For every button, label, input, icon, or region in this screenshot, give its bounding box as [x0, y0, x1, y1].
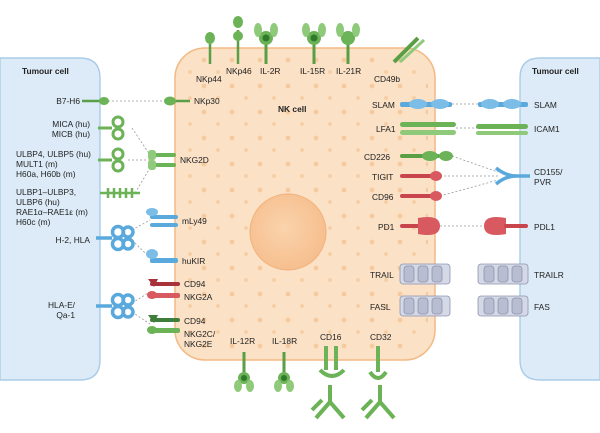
label-nkp30: NKp30 — [194, 96, 220, 106]
pd1-receptor — [400, 217, 440, 235]
label-cd94-c: CD94 — [184, 316, 206, 326]
hukir-receptor — [146, 249, 178, 263]
lfa1-receptor — [400, 122, 456, 135]
nkg2d-receptor — [148, 150, 176, 170]
slam-receptor — [400, 99, 452, 109]
il15r-receptor — [302, 23, 326, 64]
label-lfa1: LFA1 — [376, 124, 396, 134]
cd226-receptor — [400, 151, 453, 161]
label-h60c: H60c (m) — [16, 217, 51, 227]
label-slam-nk: SLAM — [372, 100, 395, 110]
cd94-nkg2c-receptor — [147, 315, 180, 334]
label-cd16: CD16 — [320, 332, 342, 342]
label-tigit: TIGIT — [372, 172, 394, 182]
b7h6-ligand — [82, 97, 109, 105]
label-rae1: RAE1α–RAE1ε (m) — [16, 207, 88, 217]
cd32-antibody — [360, 385, 396, 420]
il18r-receptor — [274, 352, 294, 392]
il12r-receptor — [234, 352, 254, 392]
label-nkp44: NKp44 — [196, 74, 222, 84]
cd94-nkg2a-receptor — [147, 279, 180, 299]
label-tumour-cell-right: Tumour cell — [532, 66, 579, 76]
label-micb: MICB (hu) — [51, 129, 90, 139]
label-cd96: CD96 — [372, 192, 394, 202]
cd16-antibody — [310, 385, 346, 420]
label-hla-e: HLA-E/ — [48, 300, 75, 310]
cd49b-receptor — [392, 36, 426, 64]
label-nkp46: NKp46 — [226, 66, 252, 76]
label-b7h6: B7-H6 — [56, 96, 80, 106]
fas-receptor — [477, 295, 529, 317]
il2r-receptor — [254, 23, 278, 64]
label-cd49b: CD49b — [374, 74, 401, 84]
label-cd155: CD155/ — [534, 167, 563, 177]
label-il18r: IL-18R — [272, 336, 298, 346]
label-trail: TRAIL — [370, 270, 394, 280]
label-slam-tumour: SLAM — [534, 100, 557, 110]
tumour-cell-left — [0, 57, 101, 381]
label-icam1: ICAM1 — [534, 124, 560, 134]
label-mult1: MULT1 (m) — [16, 159, 58, 169]
label-ulbp1: ULBP1–ULBP3, — [16, 187, 77, 197]
label-mica: MICA (hu) — [52, 119, 90, 129]
nkp44-receptor — [205, 32, 215, 64]
mica-micb-ligand — [98, 115, 125, 141]
cd16-receptor — [318, 346, 346, 378]
hla-ligand — [96, 224, 135, 252]
trail-ligand — [399, 263, 451, 285]
slam-ligand — [478, 99, 528, 109]
nk-nucleus — [249, 193, 327, 271]
label-tumour-cell-left: Tumour cell — [22, 66, 69, 76]
label-cd32: CD32 — [370, 332, 392, 342]
label-qa1: Qa-1 — [56, 310, 75, 320]
icam1-ligand — [476, 124, 528, 135]
label-pvr: PVR — [534, 177, 552, 187]
il21r-receptor — [336, 23, 360, 64]
label-h2-hla: H-2, HLA — [55, 235, 90, 245]
pdl1-ligand — [484, 217, 528, 235]
mly49-receptor — [146, 208, 178, 227]
label-nkg2a: NKG2A — [184, 292, 213, 302]
tigit-receptor — [400, 171, 442, 181]
label-hukir: huKIR — [182, 256, 206, 266]
nkp30-receptor — [164, 96, 190, 106]
label-il21r: IL-21R — [336, 66, 362, 76]
cd155-pvr-ligand — [494, 166, 530, 186]
label-ulbp4: ULBP4, ULBP5 (hu) — [16, 149, 91, 159]
label-nkg2d: NKG2D — [180, 155, 209, 165]
label-fas: FAS — [534, 302, 550, 312]
cd32-receptor — [368, 346, 388, 380]
label-il15r: IL-15R — [300, 66, 326, 76]
label-mly49: mLy49 — [182, 216, 207, 226]
label-cd94-a: CD94 — [184, 279, 206, 289]
cd96-receptor — [400, 191, 442, 201]
nkp46-receptor — [233, 16, 243, 64]
trailr-receptor — [477, 263, 529, 285]
label-nk-cell: NK cell — [278, 104, 307, 114]
ulbp-rae1-ligand — [100, 188, 140, 198]
label-fasl: FASL — [370, 302, 391, 312]
label-pd1: PD1 — [378, 222, 395, 232]
label-ulbp6: ULBP6 (hu) — [16, 197, 60, 207]
label-pdl1: PDL1 — [534, 222, 555, 232]
label-nkg2c-line1: NKG2C/ — [184, 329, 216, 339]
label-nkg2c-line2: NKG2E — [184, 339, 213, 349]
label-h60a: H60a, H60b (m) — [16, 169, 76, 179]
label-cd226: CD226 — [364, 152, 391, 162]
interaction-lines — [108, 100, 499, 325]
ulbp-ligand — [98, 147, 125, 173]
label-il2r: IL-2R — [260, 66, 281, 76]
hla-e-ligand — [96, 292, 135, 320]
tumour-cell-right — [519, 57, 600, 381]
fasl-ligand — [399, 295, 451, 317]
label-il12r: IL-12R — [230, 336, 256, 346]
label-trailr: TRAILR — [534, 270, 564, 280]
